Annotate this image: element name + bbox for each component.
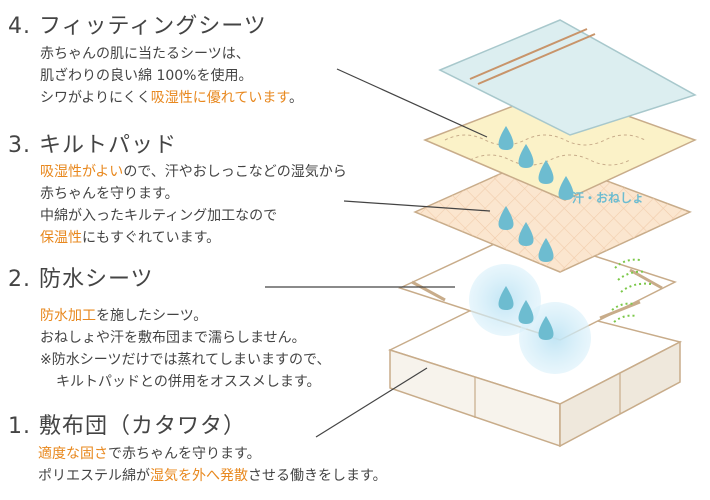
section-title-quilt-pad: 3. キルトパッド — [8, 133, 177, 158]
body-text: にもすぐれています。 — [82, 230, 221, 246]
water-drop-icon — [538, 316, 554, 340]
body-text: 中綿が入ったキルティング加工なので — [40, 208, 278, 224]
highlight-text: 適度な固さ — [38, 446, 108, 462]
body-text: おねしょや汗を敷布団まで濡らしません。 — [40, 330, 306, 346]
section-line: 赤ちゃんの肌に当たるシーツは、 — [40, 43, 250, 65]
section-line: 中綿が入ったキルティング加工なので — [40, 205, 277, 227]
body-text: ※防水シーツだけでは蒸れてしまいますので、 — [40, 352, 331, 368]
section-line: ※防水シーツだけでは蒸れてしまいますので、 — [40, 349, 330, 371]
highlight-text: 防水加工 — [40, 308, 96, 324]
body-text: で赤ちゃんを守ります。 — [108, 446, 261, 462]
section-line: 保温性にもすぐれています。 — [40, 227, 220, 249]
section-line: 吸湿性がよいので、汗やおしっこなどの湿気から — [40, 161, 347, 183]
moisture-blob — [519, 302, 591, 374]
section-line: キルトパッドとの併用をオススメします。 — [56, 371, 320, 393]
section-line: ポリエステル綿が湿気を外へ発散させる働きをします。 — [38, 465, 387, 487]
water-drop-icon — [538, 160, 554, 184]
water-drop-icon — [518, 222, 534, 246]
fitting-sheet-layer — [438, 19, 697, 136]
section-line: おねしょや汗を敷布団まで濡らしません。 — [40, 327, 306, 349]
section-title-waterproof-sheet: 2. 防水シーツ — [8, 267, 154, 292]
section-line: 赤ちゃんを守ります。 — [40, 183, 179, 205]
leader-lines — [265, 68, 491, 438]
section-line: 適度な固さで赤ちゃんを守ります。 — [38, 443, 261, 465]
section-line: 防水加工を施したシーツ。 — [40, 305, 207, 327]
body-text: 赤ちゃんの肌に当たるシーツは、 — [40, 46, 250, 62]
water-drop-icon — [518, 300, 534, 324]
highlight-text: 吸湿性がよい — [40, 164, 124, 180]
section-title-fitting-sheet: 4. フィッティングシーツ — [8, 14, 267, 39]
water-drop-icon — [498, 126, 514, 150]
water-drop-icon — [538, 238, 554, 262]
water-drops — [498, 126, 574, 340]
highlight-text: 吸湿性に優れています — [150, 90, 289, 106]
sweat-bedwetting-label: 汗・おねしょ — [572, 191, 645, 205]
body-text: を施したシーツ。 — [96, 308, 208, 324]
body-text: ポリエステル綿が — [38, 468, 150, 484]
highlight-text: 保温性 — [40, 230, 82, 246]
body-text: 肌ざわりの良い綿 100%を使用。 — [40, 68, 253, 84]
water-drop-icon — [498, 206, 514, 230]
body-text: ので、汗やおしっこなどの湿気から — [123, 164, 347, 180]
water-drop-icon — [558, 176, 574, 200]
body-text: 赤ちゃんを守ります。 — [40, 186, 179, 202]
section-line: 肌ざわりの良い綿 100%を使用。 — [40, 65, 252, 87]
body-text: させる働きをします。 — [248, 468, 387, 484]
body-text: シワがよりにくく — [40, 90, 151, 106]
water-drop-icon — [498, 286, 514, 310]
quilt-pad-pattern-layer — [413, 155, 692, 273]
section-title-futon: 1. 敷布団（カタワタ） — [8, 414, 246, 439]
body-text: キルトパッドとの併用をオススメします。 — [56, 374, 321, 390]
moisture-vent-icon — [611, 258, 652, 323]
body-text: 。 — [288, 90, 303, 106]
water-drop-icon — [518, 144, 534, 168]
section-line: シワがよりにくく吸湿性に優れています。 — [40, 87, 303, 109]
highlight-text: 湿気を外へ発散 — [150, 468, 248, 484]
